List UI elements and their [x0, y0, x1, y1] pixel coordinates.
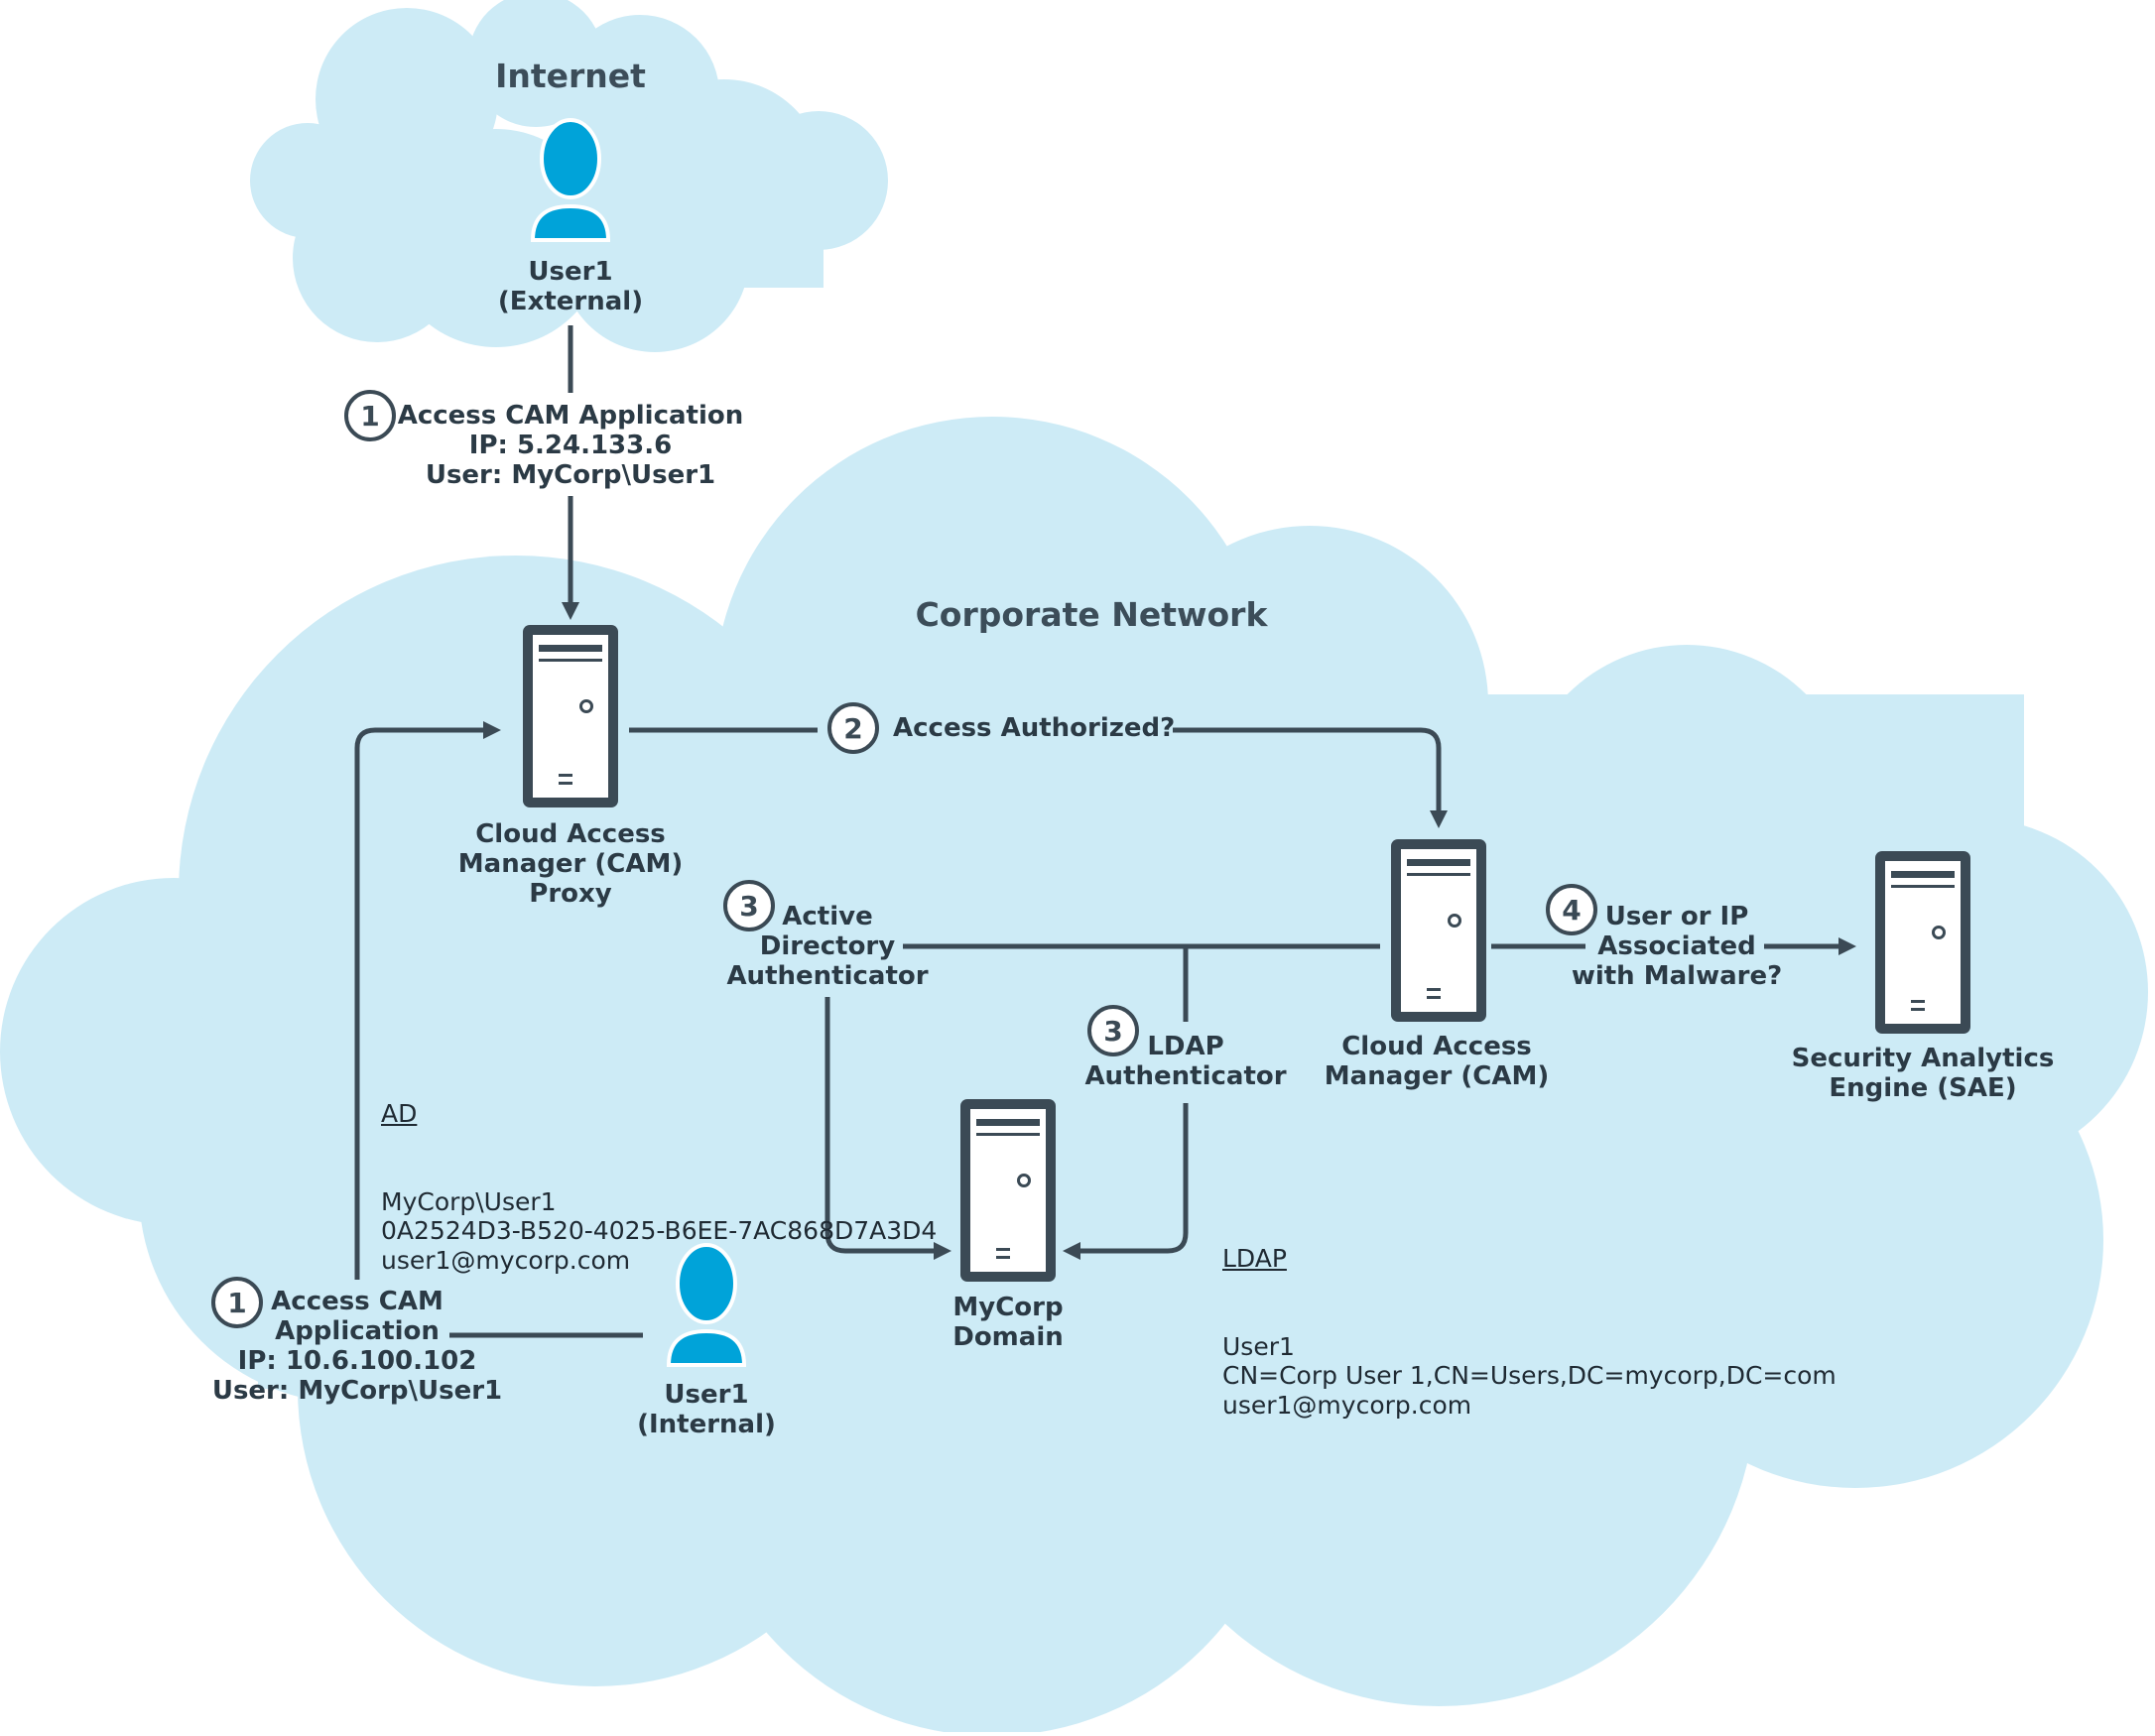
cam-proxy-label: Cloud Access Manager (CAM) Proxy: [457, 819, 684, 909]
corporate-zone-title: Corporate Network: [915, 595, 1268, 634]
domain-server-icon: [958, 1097, 1058, 1284]
step-number-2: 2: [843, 712, 862, 745]
arrow-ldap-to-domain: [1063, 1103, 1189, 1260]
step-badge-1-external: [344, 390, 396, 441]
step-badges: [211, 390, 1597, 1328]
sae-label: Security Analytics Engine (SAE): [1791, 1044, 2055, 1103]
external-user-label: User1 (External): [497, 257, 644, 316]
step-number-1-internal: 1: [227, 1287, 246, 1319]
cam-server-icon: [1389, 837, 1488, 1024]
step-number-3-ad: 3: [739, 890, 758, 923]
ad-info-heading: AD: [381, 1099, 418, 1128]
step-badge-4: [1546, 884, 1597, 935]
step2-label: Access Authorized?: [893, 713, 1176, 743]
domain-label: MyCorp Domain: [952, 1293, 1064, 1352]
step3-ldap-label: LDAP Authenticator: [1084, 1032, 1287, 1091]
step-number-3-ldap: 3: [1103, 1015, 1122, 1048]
arrow-ad-to-domain: [824, 997, 951, 1260]
arrow-internal-to-proxy: [354, 721, 501, 1280]
ldap-info-heading: LDAP: [1222, 1244, 1287, 1273]
ldap-info-lines: User1 CN=Corp User 1,CN=Users,DC=mycorp,…: [1222, 1331, 1837, 1420]
step1-internal-label: Access CAM Application IP: 10.6.100.102 …: [211, 1287, 503, 1406]
internet-zone-title: Internet: [495, 57, 646, 95]
arrow-step2-to-cam: [1173, 727, 1448, 828]
step1-external-label: Access CAM Application IP: 5.24.133.6 Us…: [397, 401, 744, 490]
cam-proxy-server-icon: [521, 623, 620, 809]
ad-info-block: AD MyCorp\User1 0A2524D3-B520-4025-B6EE-…: [381, 1041, 937, 1333]
step-badge-1-internal: [211, 1277, 263, 1328]
step-number-4: 4: [1562, 894, 1581, 927]
sae-server-icon: [1873, 849, 1972, 1036]
connectors: [354, 325, 1856, 1338]
internal-user-label: User1 (Internal): [637, 1380, 776, 1439]
cam-label: Cloud Access Manager (CAM): [1324, 1032, 1550, 1091]
ad-info-lines: MyCorp\User1 0A2524D3-B520-4025-B6EE-7AC…: [381, 1186, 938, 1275]
step-badge-3-ldap: [1087, 1005, 1139, 1056]
step-badge-3-ad: [723, 880, 775, 931]
step-badge-2: [827, 702, 879, 754]
step4-label: User or IP Associated with Malware?: [1571, 902, 1783, 991]
step-number-1-external: 1: [360, 400, 379, 433]
corporate-cloud: [0, 417, 2148, 1736]
ldap-info-block: LDAP User1 CN=Corp User 1,CN=Users,DC=my…: [1222, 1185, 1837, 1478]
step3-ad-label: Active Directory Authenticator: [726, 902, 929, 991]
